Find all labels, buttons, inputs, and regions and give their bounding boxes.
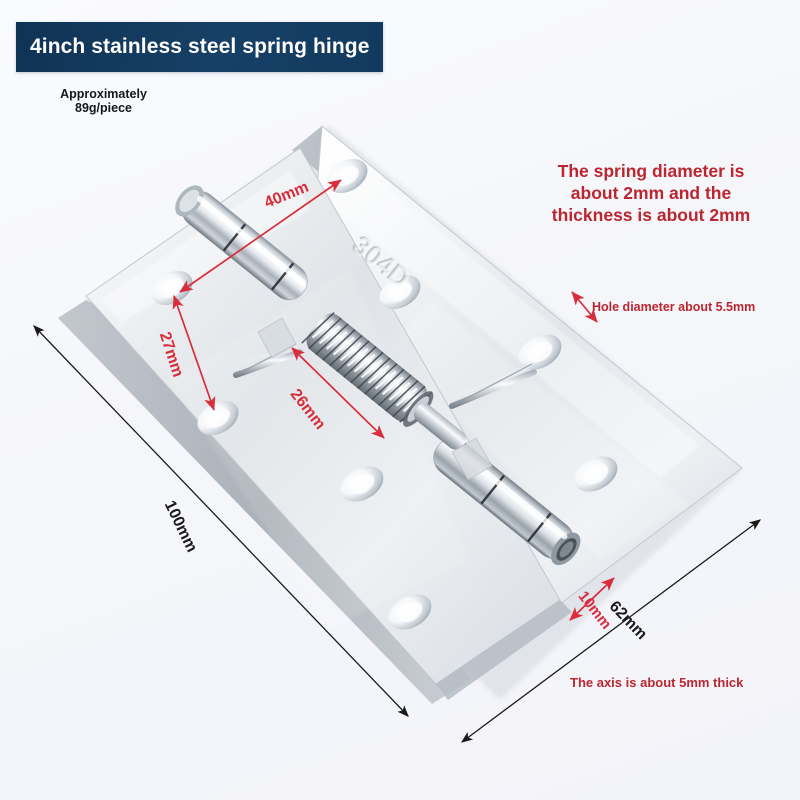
dimension-line-40mm: [179, 179, 342, 293]
dimension-line-27mm: [172, 295, 216, 411]
page-title: 4inch stainless steel spring hinge: [30, 35, 370, 58]
screw-hole: [151, 270, 193, 306]
svg-text:304D: 304D: [348, 231, 417, 295]
annotation-spring-diameter: The spring diameter is about 2mm and the…: [551, 161, 751, 225]
screw-hole: [197, 400, 239, 436]
screw-hole: [379, 274, 421, 310]
dimension-label-26mm: 26mm: [286, 386, 329, 433]
stamp-304d: 304D 304D: [346, 229, 417, 294]
weight-note-line1: Approximately: [60, 87, 147, 101]
weight-note: Approximately 89g/piece: [36, 87, 171, 115]
screw-holes-left-leaf: [151, 270, 432, 630]
spring-arm-right: [449, 363, 537, 409]
screw-hole: [518, 334, 562, 370]
dimension-line-62mm: [460, 519, 762, 743]
screw-hole: [326, 158, 368, 194]
weight-note-line2: 89g/piece: [75, 100, 132, 115]
screw-hole: [388, 594, 432, 630]
svg-text:304D: 304D: [346, 229, 415, 293]
title-banner: 4inch stainless steel spring hinge: [16, 22, 383, 72]
hinge-knuckle-lower: [433, 437, 581, 566]
coil-spring: [301, 312, 466, 450]
dimension-label-27mm: 27mm: [155, 330, 187, 380]
screw-hole: [574, 456, 618, 492]
screw-hole: [340, 466, 384, 502]
annotation-hole-diameter: Hole diameter about 5.5mm: [592, 300, 756, 314]
annotation-axis-thickness: The axis is about 5mm thick: [570, 675, 744, 690]
dimension-label-40mm: 40mm: [262, 178, 312, 212]
dimension-label-100mm: 100mm: [160, 498, 201, 556]
dimension-line-100mm: [33, 325, 409, 717]
spring-arm-left: [233, 343, 303, 378]
